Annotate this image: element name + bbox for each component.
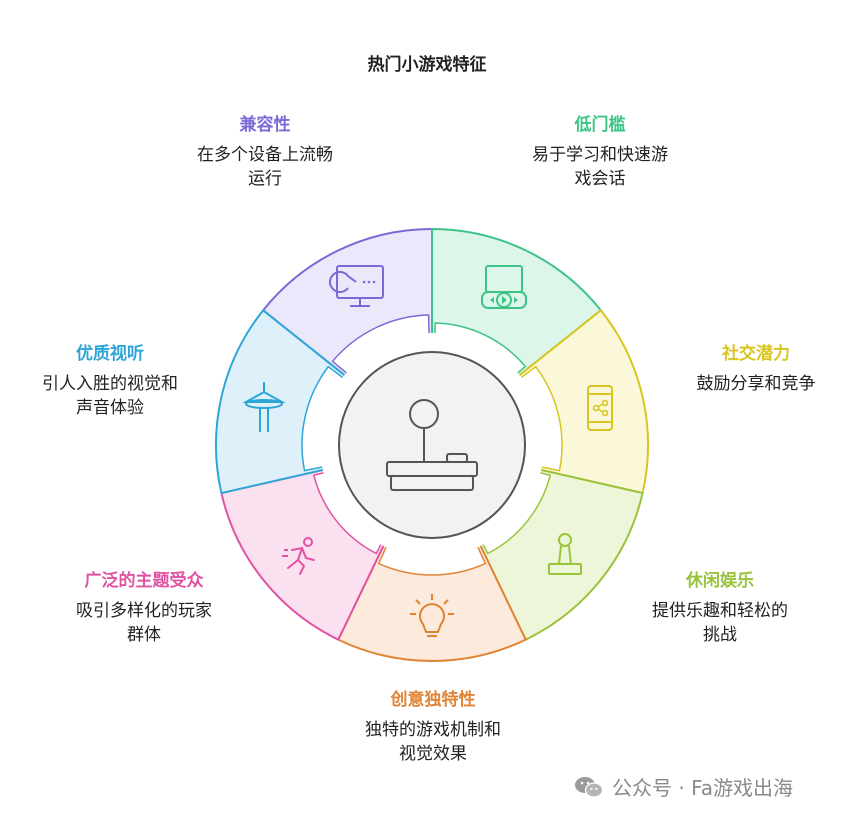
label-compat-heading: 兼容性	[239, 115, 291, 135]
label-theme-desc-1: 吸引多样化的玩家	[76, 601, 212, 621]
label-low-heading: 低门槛	[574, 115, 626, 135]
label-casual-desc-1: 提供乐趣和轻松的	[652, 601, 788, 621]
label-av-desc-2: 声音体验	[76, 398, 144, 418]
label-compat-desc-2: 运行	[248, 169, 282, 189]
label-low-desc-2: 戏会话	[574, 169, 626, 189]
lightbulb-icon	[410, 594, 454, 637]
label-low-desc-1: 易于学习和快速游	[532, 145, 668, 165]
center-hub	[338, 351, 526, 539]
label-creative-heading: 创意独特性	[390, 690, 476, 710]
label-compat-desc-1: 在多个设备上流畅	[197, 145, 333, 165]
label-casual-desc-2: 挑战	[703, 625, 737, 645]
wechat-icon	[575, 776, 604, 798]
label-social: 社交潜力 鼓励分享和竞争	[646, 339, 854, 396]
label-social-heading: 社交潜力	[722, 344, 790, 364]
joystick-base-bottom	[390, 475, 474, 491]
label-theme-desc-2: 群体	[127, 625, 161, 645]
label-creative: 创意独特性 独特的游戏机制和 视觉效果	[323, 685, 543, 766]
watermark: 公众号 · Fa游戏出海	[574, 772, 793, 801]
space-needle-icon	[242, 382, 286, 432]
arcade-joystick-icon	[386, 399, 478, 491]
label-social-desc-1: 鼓励分享和竞争	[696, 374, 816, 394]
label-av-heading: 优质视听	[76, 344, 144, 364]
page-title: 热门小游戏特征	[367, 55, 487, 75]
label-casual: 休闲娱乐 提供乐趣和轻松的 挑战	[610, 566, 830, 647]
pacman-monitor-icon	[329, 265, 384, 307]
running-person-icon	[282, 537, 315, 575]
label-compat: 兼容性 在多个设备上流畅 运行	[155, 110, 375, 191]
media-player-icon	[481, 265, 527, 309]
label-theme: 广泛的主题受众 吸引多样化的玩家 群体	[34, 566, 254, 647]
label-av-desc-1: 引人入胜的视觉和	[42, 374, 178, 394]
label-casual-heading: 休闲娱乐	[686, 571, 754, 591]
watermark-text: 公众号 · Fa游戏出海	[612, 776, 793, 800]
label-creative-desc-2: 视觉效果	[399, 744, 467, 764]
label-theme-heading: 广泛的主题受众	[84, 571, 204, 591]
chess-pawn-icon	[548, 533, 582, 575]
label-av: 优质视听 引人入胜的视觉和 声音体验	[0, 339, 220, 420]
share-phone-icon	[587, 385, 613, 431]
label-low: 低门槛 易于学习和快速游 戏会话	[490, 110, 710, 191]
label-creative-desc-1: 独特的游戏机制和	[365, 720, 501, 740]
